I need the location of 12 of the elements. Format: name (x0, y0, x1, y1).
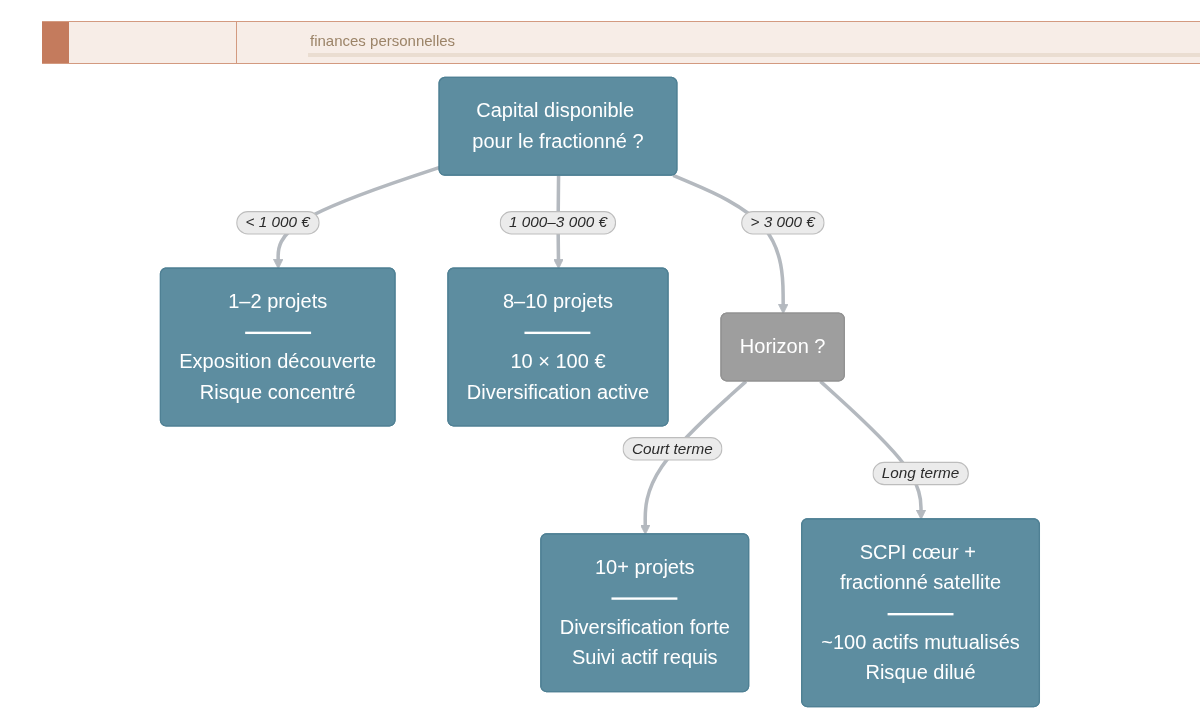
category-label: finances personnelles (310, 32, 456, 49)
process-box: Capital disponible pour le fractionné ? (438, 76, 678, 176)
edge-label: < 1 000 € (236, 211, 320, 235)
process-box: 10+ projets Diversification forte Suivi actif requis (540, 533, 750, 693)
process-box: SCPI cœur + fractionné satellite ~100 actifs mutualisés Risque dilué (801, 518, 1041, 708)
edge-label: Long terme (872, 461, 969, 486)
question-box: Horizon ? (720, 312, 845, 382)
edge-label: 1 000–3 000 € (499, 211, 617, 235)
edge-label: Court terme (622, 437, 723, 461)
process-box: 1–2 projets Exposition découverte Risque concentré (159, 267, 396, 427)
edge-label: > 3 000 € (741, 211, 825, 235)
process-box: 8–10 projets 10 × 100 € Diversification active (447, 267, 669, 427)
